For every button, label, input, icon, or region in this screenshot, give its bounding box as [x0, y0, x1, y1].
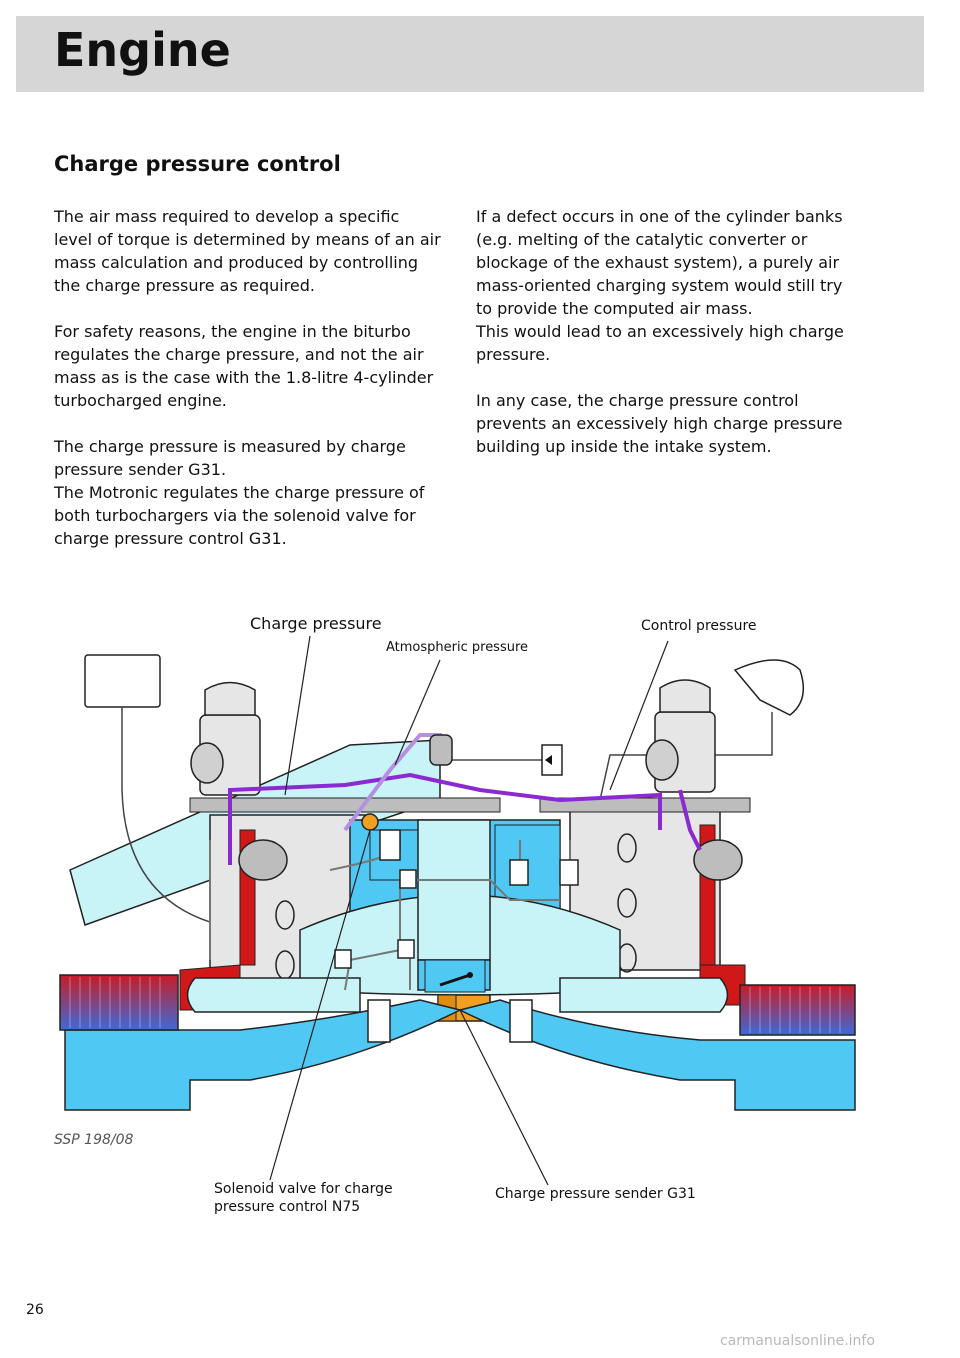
left-airbox	[84, 654, 161, 708]
right-column: If a defect occurs in one of the cylinde…	[476, 205, 876, 481]
throttle-body	[417, 819, 491, 961]
right-air-filter	[739, 984, 856, 1036]
left-wastegate-actuator	[238, 839, 288, 881]
right-wastegate-actuator	[693, 839, 743, 881]
paragraph: The charge pressure is measured by charg…	[54, 437, 425, 548]
section-title: Charge pressure control	[54, 152, 341, 176]
label-solenoid-valve: Solenoid valve for charge pressure contr…	[214, 1181, 393, 1215]
paragraph: For safety reasons, the engine in the bi…	[54, 322, 434, 410]
paragraph: In any case, the charge pressure control…	[476, 391, 843, 456]
paragraph: The air mass required to develop a speci…	[54, 207, 441, 295]
figure-reference: SSP 198/08	[54, 1132, 134, 1148]
header-band	[16, 16, 924, 92]
right-air-hose	[733, 659, 805, 716]
label-charge-pressure: Charge pressure	[250, 614, 382, 633]
watermark: carmanualsonline.info	[720, 1333, 875, 1349]
left-air-filter	[59, 974, 179, 1031]
engine-diagram	[59, 635, 856, 1186]
page-number: 26	[26, 1302, 44, 1318]
label-control-pressure: Control pressure	[641, 618, 757, 634]
left-lower-duct	[64, 999, 463, 1111]
solenoid-valve	[361, 813, 379, 831]
label-atmospheric-pressure: Atmospheric pressure	[386, 640, 529, 655]
right-lower-duct	[457, 999, 856, 1111]
page-title: Engine	[54, 23, 231, 77]
paragraph: If a defect occurs in one of the cylinde…	[476, 207, 844, 364]
left-column: The air mass required to develop a speci…	[54, 205, 454, 573]
charge-pressure-line	[228, 772, 662, 865]
label-pressure-sender: Charge pressure sender G31	[495, 1186, 696, 1202]
